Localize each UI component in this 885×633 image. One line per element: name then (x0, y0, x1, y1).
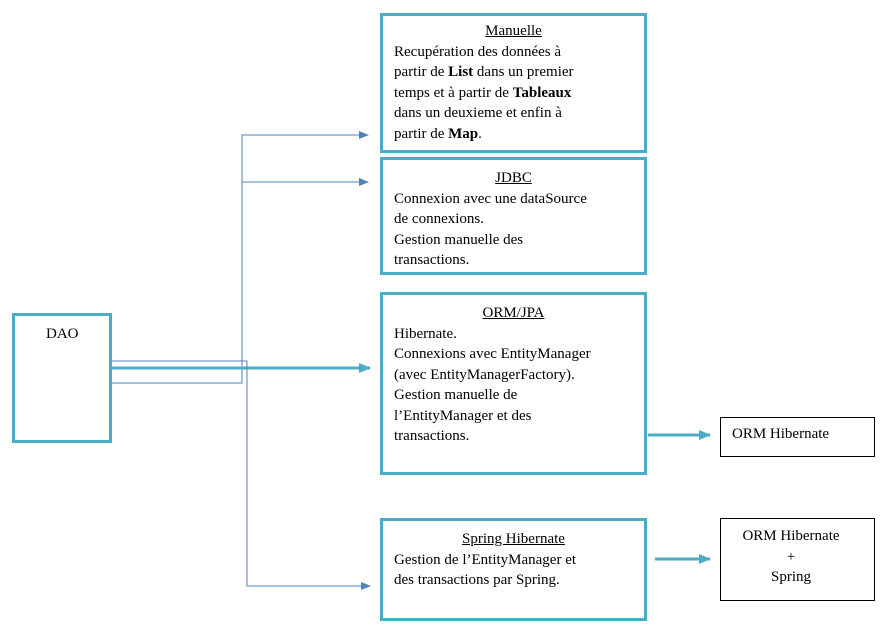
text-line: partir de Map. (394, 125, 482, 142)
text-line: (avec EntityManagerFactory). (394, 366, 575, 383)
orm-hibernate-box: ORM Hibernate (720, 417, 875, 457)
jdbc-text: Connexion avec une dataSource de connexio… (383, 189, 644, 271)
text-line: des transactions par Spring. (394, 572, 560, 588)
orm-jpa-text: Hibernate. Connexions avec EntityManager (… (383, 324, 644, 447)
dao-box: DAO (12, 313, 112, 443)
text-line: Recupération des données à (394, 43, 562, 60)
connector-dao-spring-hibernate (112, 360, 371, 590)
bold-term: Map (448, 125, 479, 142)
manuelle-text: Recupération des données à partir de List… (383, 42, 644, 145)
text-line: Connexions avec EntityManager (394, 346, 591, 362)
text-line: transactions. (394, 428, 470, 444)
text-line: de connexions. (394, 211, 484, 227)
manuelle-title: Manuelle (485, 23, 542, 39)
spring-hibernate-text: Gestion de l’EntityManager et des transac… (383, 550, 644, 591)
spring-hibernate-title: Spring Hibernate (462, 531, 565, 547)
text-line: Gestion manuelle des (394, 231, 524, 248)
bold-term: List (448, 64, 474, 80)
orm-hibernate-spring-line2: + (786, 548, 796, 565)
text-line: l’EntityManager et des (394, 407, 532, 424)
text-line: Hibernate. (394, 325, 457, 342)
orm-jpa-box: ORM/JPA Hibernate. Connexions avec Entity… (380, 292, 647, 475)
text-line: transactions. (394, 252, 470, 268)
text-line: temps et à partir de Tableaux (394, 84, 572, 101)
bold-term: Tableaux (512, 84, 572, 101)
text-line: Connexion avec une dataSource (394, 190, 587, 207)
jdbc-box: JDBC Connexion avec une dataSource de con… (380, 157, 647, 275)
spring-hibernate-box: Spring Hibernate Gestion de l’EntityMana… (380, 518, 647, 621)
orm-hibernate-spring-line1: ORM Hibernate (742, 528, 840, 544)
text-line: Gestion de l’EntityManager et (394, 551, 577, 568)
orm-hibernate-spring-line3: Spring (770, 569, 811, 585)
text-line: Gestion manuelle de (394, 387, 518, 403)
text-line: partir de List dans un premier (394, 64, 574, 80)
orm-jpa-title: ORM/JPA (482, 305, 545, 321)
manuelle-box: Manuelle Recupération des données à parti… (380, 13, 647, 153)
jdbc-title: JDBC (495, 170, 532, 186)
connector-dao-manuelle (112, 131, 369, 384)
text-line: dans un deuxieme et enfin à (394, 105, 562, 121)
dao-label: DAO (46, 326, 79, 342)
orm-hibernate-label: ORM Hibernate (732, 426, 830, 442)
orm-hibernate-spring-box: ORM Hibernate + Spring (720, 518, 875, 601)
